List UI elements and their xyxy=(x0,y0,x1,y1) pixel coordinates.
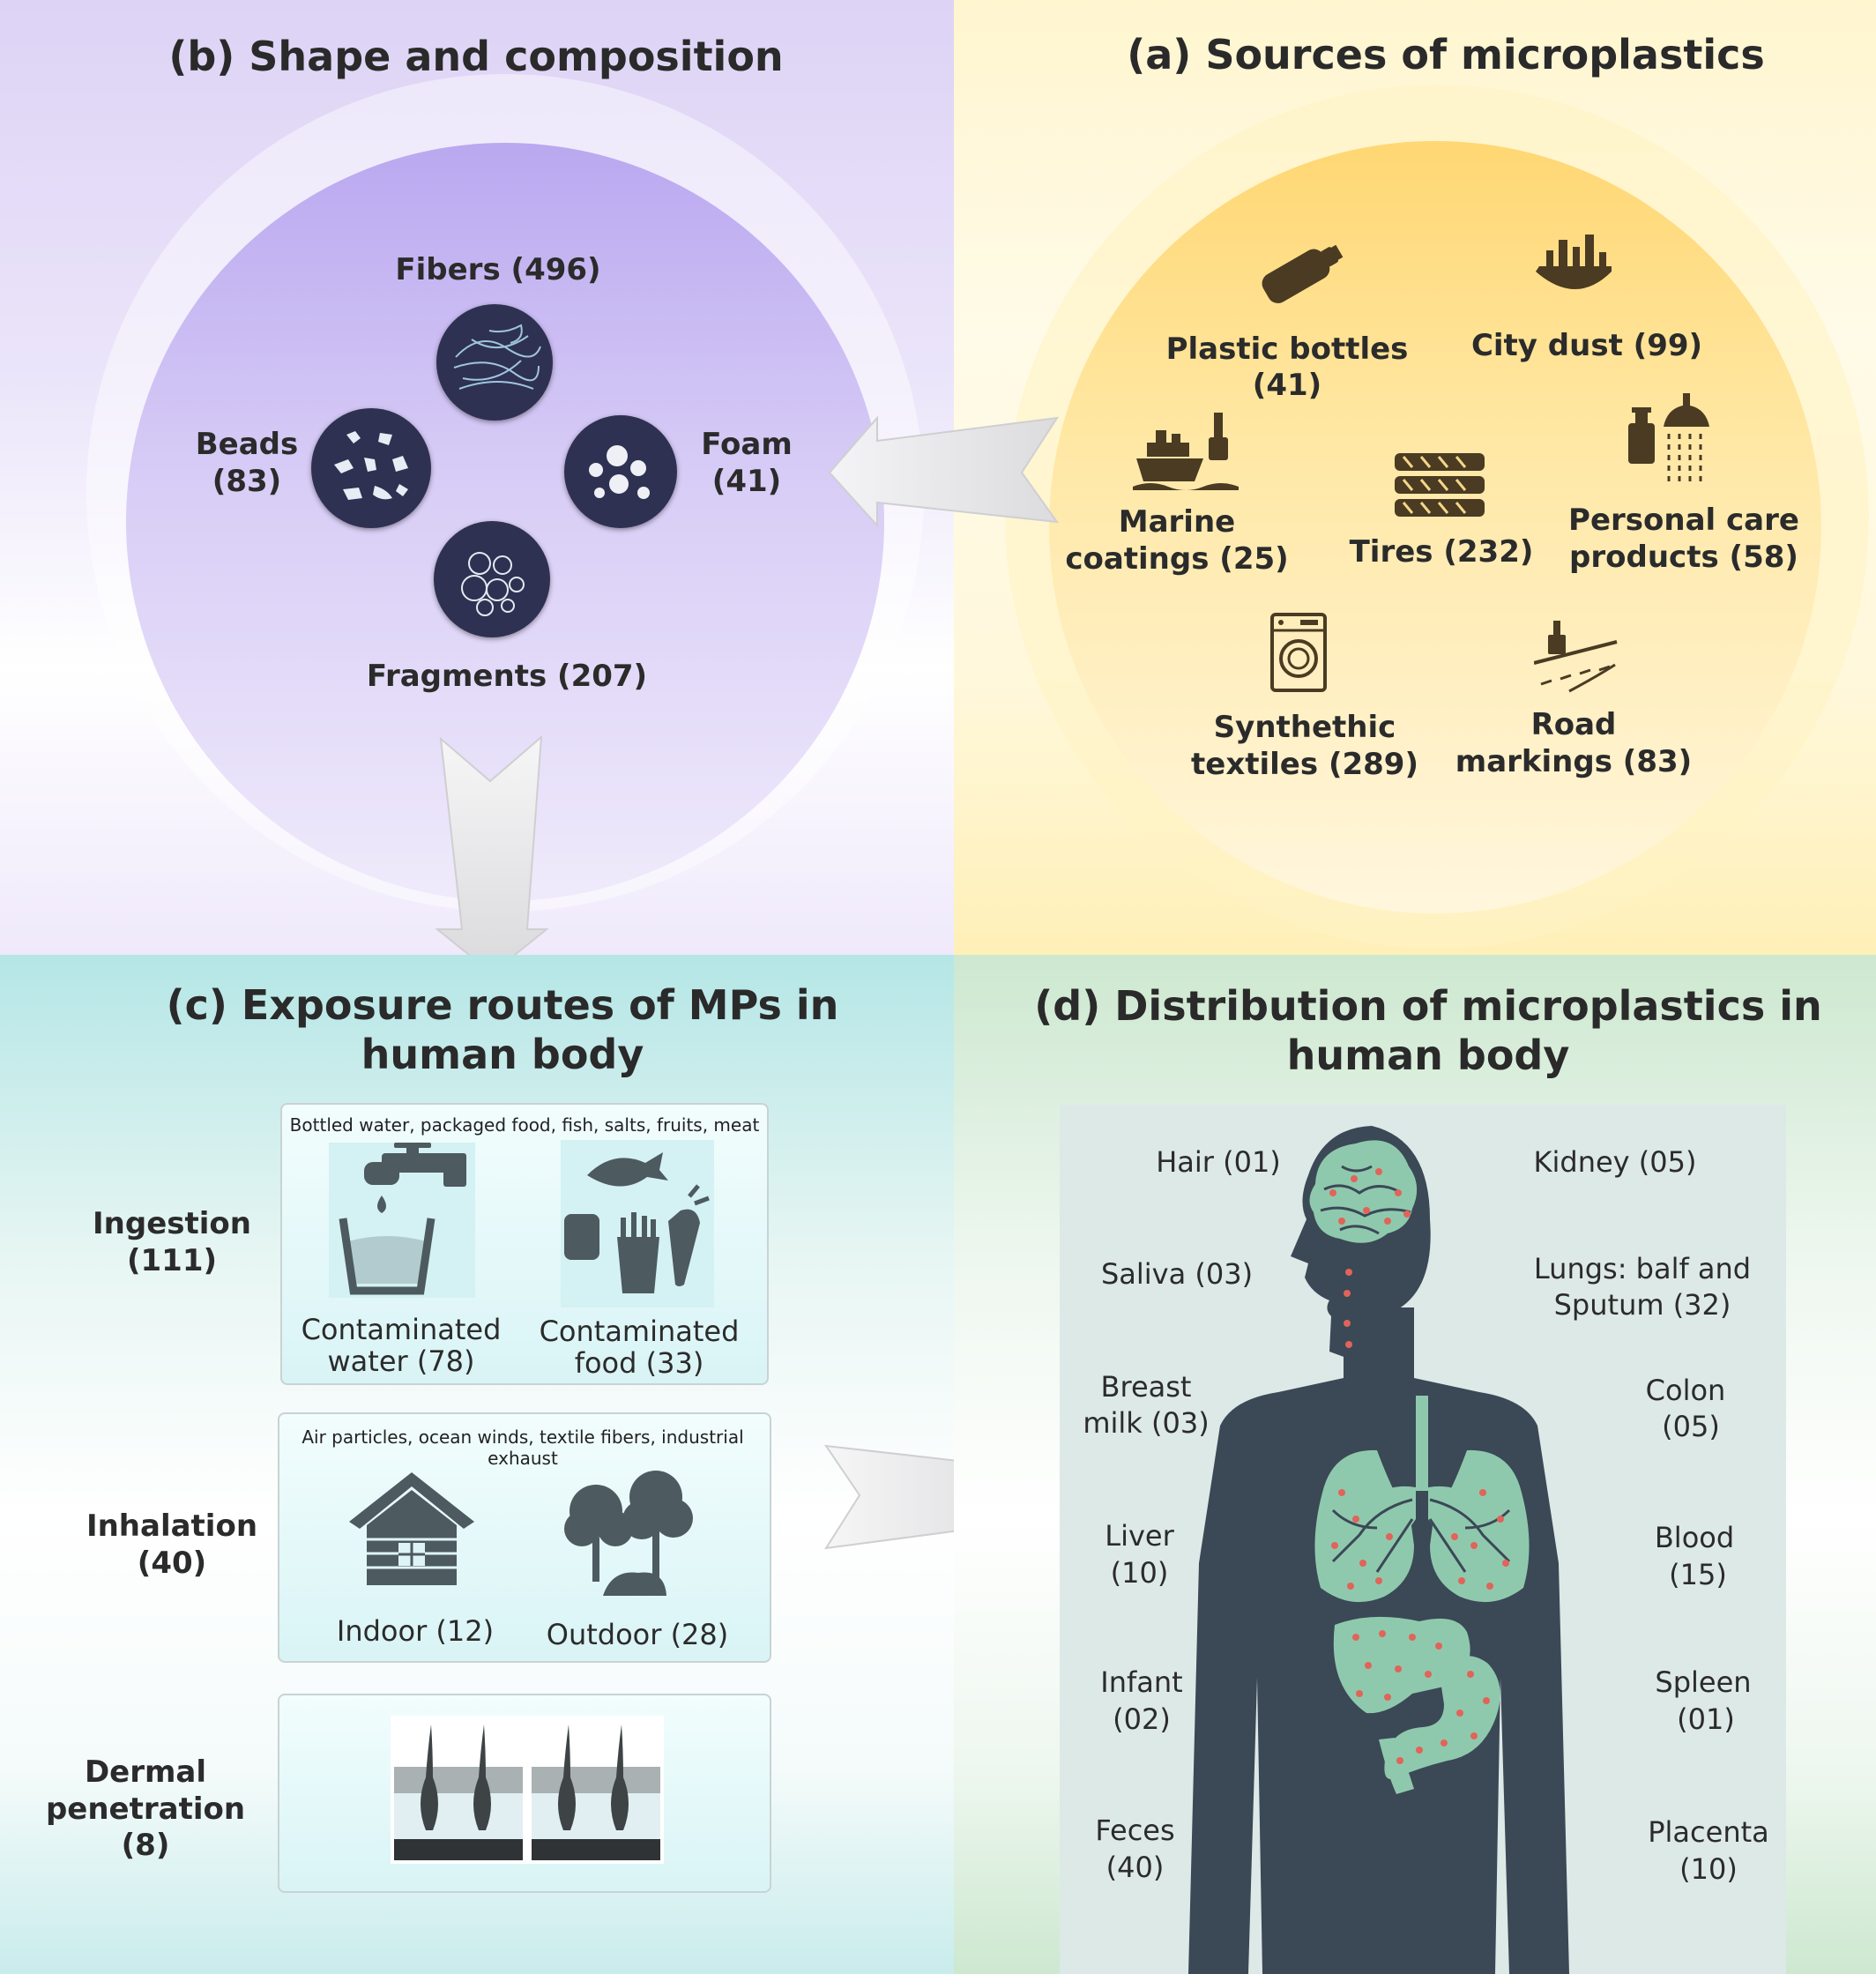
panel-d-title-1: (d) Distribution of microplastics in xyxy=(1034,982,1822,1030)
washing-machine-icon xyxy=(1270,613,1327,692)
inhalation-box xyxy=(278,1412,771,1663)
arrow-sources-to-shape xyxy=(828,415,1060,528)
fibers-disc xyxy=(436,304,553,421)
inhalation-label-1: Inhalation xyxy=(86,1508,258,1544)
foam-label-2: (41) xyxy=(711,464,782,499)
food-icon xyxy=(564,1152,710,1293)
road-markings-label-2: markings (83) xyxy=(1455,744,1693,779)
foam-label-1: Foam xyxy=(701,427,793,462)
kidney-label: Kidney (05) xyxy=(1533,1145,1697,1179)
beads-label-1: Beads xyxy=(195,427,299,462)
dermal-label-2: penetration (8) xyxy=(45,1791,246,1863)
saliva-label: Saliva (03) xyxy=(1100,1257,1254,1291)
ingestion-label-1: Ingestion xyxy=(93,1206,251,1241)
ingestion-caption: Bottled water, packaged food, fish, salt… xyxy=(289,1114,760,1136)
personal-care-label-2: products (58) xyxy=(1569,540,1798,575)
blood-label-2: (15) xyxy=(1669,1558,1727,1591)
panel-shape-composition xyxy=(0,0,954,955)
blood-label-1: Blood xyxy=(1654,1521,1735,1554)
panel-c-title-2: human body xyxy=(361,1031,644,1078)
dermal-label-1: Dermal xyxy=(84,1754,207,1790)
ingestion-label-2: (111) xyxy=(126,1243,218,1278)
infant-label-2: (02) xyxy=(1113,1702,1171,1736)
foam-icon xyxy=(589,445,650,499)
contaminated-food-label-2: food (33) xyxy=(574,1346,704,1380)
plastic-bottle-icon xyxy=(1262,244,1344,303)
breast-milk-label-1: Breast xyxy=(1100,1370,1192,1404)
feces-label-2: (40) xyxy=(1106,1851,1165,1884)
breast-milk-label-2: milk (03) xyxy=(1083,1406,1210,1440)
plastic-bottles-label: Plastic bottles (41) xyxy=(1165,331,1409,403)
road-markings-label-1: Road xyxy=(1530,707,1617,742)
lungs-label-2: Sputum (32) xyxy=(1553,1288,1731,1322)
personal-care-icon xyxy=(1628,393,1709,487)
colon-label-1: Colon xyxy=(1645,1374,1726,1407)
inhalation-label-2: (40) xyxy=(137,1546,207,1581)
beads-label-2: (83) xyxy=(212,464,282,499)
tires-icon xyxy=(1395,453,1485,517)
spleen-label-1: Spleen xyxy=(1655,1665,1752,1699)
trees-icon xyxy=(564,1471,693,1596)
house-icon xyxy=(349,1472,474,1585)
fibers-icon xyxy=(453,324,541,390)
personal-care-label-1: Personal care xyxy=(1568,503,1799,538)
lungs-label-1: Lungs: balf and xyxy=(1533,1252,1752,1285)
contaminated-water-label-1: Contaminated xyxy=(301,1313,502,1346)
liver-label-2: (10) xyxy=(1110,1556,1169,1590)
tap-water-icon xyxy=(339,1143,466,1295)
panel-a-title: (a) Sources of microplastics xyxy=(1127,31,1765,78)
fibers-label: Fibers (496) xyxy=(395,252,601,287)
liver-label-1: Liver xyxy=(1105,1519,1174,1553)
placenta-label-2: (10) xyxy=(1679,1852,1738,1886)
beads-icon xyxy=(334,431,408,500)
inhalation-caption: Air particles, ocean winds, textile fibe… xyxy=(302,1426,744,1469)
infant-label-1: Infant xyxy=(1100,1665,1183,1699)
placenta-label-1: Placenta xyxy=(1648,1815,1769,1849)
arrow-shape-to-exposure xyxy=(435,734,549,975)
hair-label: Hair (01) xyxy=(1156,1145,1281,1179)
sources-circle xyxy=(1049,141,1821,913)
city-dust-label: City dust (99) xyxy=(1470,328,1703,363)
fragments-icon xyxy=(461,552,525,616)
panel-b-title: (b) Shape and composition xyxy=(168,33,784,80)
fragments-label: Fragments (207) xyxy=(366,659,648,694)
contaminated-water-label-2: water (78) xyxy=(327,1345,475,1378)
panel-c-title-1: (c) Exposure routes of MPs in xyxy=(166,981,839,1029)
skin-hair-icon xyxy=(391,1716,664,1864)
colon-label-2: (05) xyxy=(1662,1410,1720,1443)
fragments-disc xyxy=(434,521,550,637)
marine-coatings-icon xyxy=(1133,413,1239,490)
city-dust-icon xyxy=(1536,235,1612,289)
beads-disc xyxy=(311,408,431,528)
feces-label-1: Feces xyxy=(1095,1814,1175,1847)
tires-label: Tires (232) xyxy=(1349,534,1534,570)
marine-coatings-label-2: coatings (25) xyxy=(1065,541,1289,577)
contaminated-food-label-1: Contaminated xyxy=(539,1315,740,1348)
marine-coatings-label-1: Marine xyxy=(1118,504,1236,540)
panel-d-title-2: human body xyxy=(1286,1032,1570,1079)
spleen-label-2: (01) xyxy=(1677,1702,1735,1736)
synthetic-textiles-label-2: textiles (289) xyxy=(1191,747,1418,782)
human-body-figure xyxy=(1188,1126,1569,1974)
foam-disc xyxy=(564,415,677,528)
synthetic-textiles-label-1: Synthethic xyxy=(1213,710,1396,745)
road-markings-icon xyxy=(1534,621,1618,693)
indoor-label: Indoor (12) xyxy=(336,1614,495,1648)
outdoor-label: Outdoor (28) xyxy=(546,1618,729,1651)
